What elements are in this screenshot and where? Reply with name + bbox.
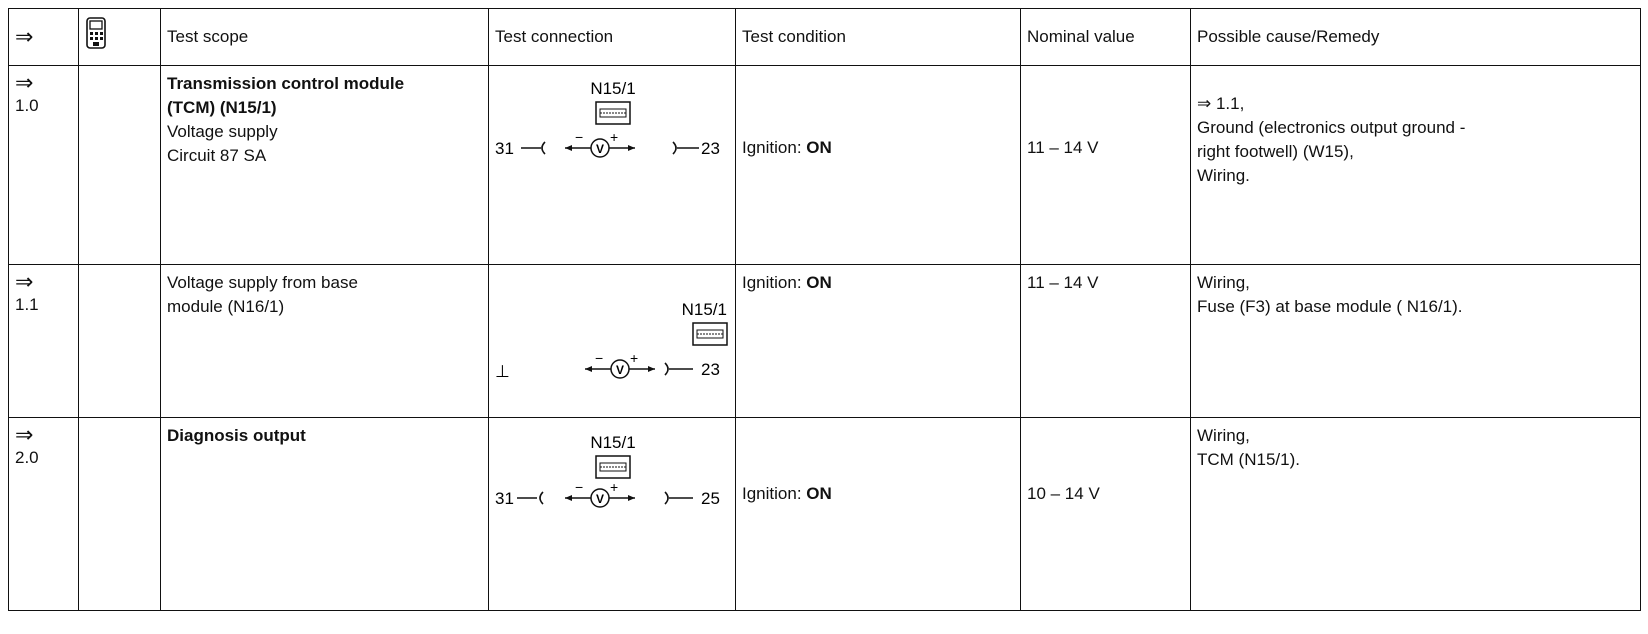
left-pin-label: 31 bbox=[495, 489, 514, 508]
step-number: 2.0 bbox=[15, 448, 39, 467]
header-arrow: ⇒ bbox=[8, 8, 79, 66]
condition-value: ON bbox=[806, 138, 832, 157]
cause-line: Wiring, bbox=[1197, 426, 1250, 445]
test-row-1-1: ⇒ 1.1 Voltage supply from base module (N… bbox=[8, 264, 1641, 418]
header-row: ⇒ Test scope Test connection Test condit… bbox=[8, 8, 1641, 66]
row-connection-cell: N15/1 31 − V + bbox=[488, 65, 736, 265]
step-number: 1.0 bbox=[15, 96, 39, 115]
condition-value: ON bbox=[806, 273, 832, 292]
header-connection: Test connection bbox=[488, 8, 736, 66]
svg-text:−: − bbox=[595, 350, 603, 366]
row-tester-cell bbox=[78, 417, 161, 611]
tester-icon bbox=[86, 16, 106, 49]
svg-text:−: − bbox=[575, 479, 583, 495]
row-step-cell: ⇒ 1.1 bbox=[8, 264, 79, 418]
row-connection-cell: N15/1 31 − V + bbox=[488, 417, 736, 611]
header-scope: Test scope bbox=[160, 8, 489, 66]
scope-line: Circuit 87 SA bbox=[167, 146, 267, 165]
svg-text:+: + bbox=[630, 350, 638, 366]
ground-symbol: ⊥ bbox=[495, 362, 510, 382]
svg-text:V: V bbox=[596, 142, 604, 156]
row-cause-cell: ⇒ 1.1, Ground (electronics output ground… bbox=[1190, 65, 1641, 265]
nominal-value: 11 – 14 V bbox=[1027, 138, 1099, 157]
module-icon bbox=[692, 322, 728, 346]
row-tester-cell bbox=[78, 264, 161, 418]
right-pin-label: 23 bbox=[701, 139, 720, 158]
condition-value: ON bbox=[806, 484, 832, 503]
cause-line: Fuse (F3) at base module ( N16/1). bbox=[1197, 297, 1463, 316]
scope-line: Diagnosis output bbox=[167, 426, 306, 445]
right-pin-label: 23 bbox=[701, 360, 720, 379]
svg-text:V: V bbox=[616, 363, 624, 377]
header-condition: Test condition bbox=[735, 8, 1021, 66]
step-arrow: ⇒ bbox=[15, 422, 34, 447]
condition-label: Ignition: bbox=[742, 273, 802, 292]
module-icon bbox=[595, 101, 631, 125]
test-table: ⇒ Test scope Test connection Test condit… bbox=[8, 8, 1641, 611]
row-condition-cell: Ignition: ON bbox=[735, 65, 1021, 265]
row-nominal-cell: 10 – 14 V bbox=[1020, 417, 1191, 611]
header-tester bbox=[78, 8, 161, 66]
row-connection-cell: N15/1 ⊥ − V + bbox=[488, 264, 736, 418]
connection-diagram: N15/1 31 − V + bbox=[495, 79, 720, 158]
step-number: 1.1 bbox=[15, 295, 39, 314]
scope-line: Voltage supply bbox=[167, 122, 278, 141]
voltmeter-icon: − V + bbox=[585, 350, 655, 379]
row-step-cell: ⇒ 2.0 bbox=[8, 417, 79, 611]
svg-text:+: + bbox=[610, 129, 618, 145]
voltmeter-icon: − V + bbox=[565, 479, 635, 508]
row-nominal-cell: 11 – 14 V bbox=[1020, 65, 1191, 265]
cause-line: Ground (electronics output ground - bbox=[1197, 118, 1466, 137]
row-condition-cell: Ignition: ON bbox=[735, 417, 1021, 611]
cause-line: TCM (N15/1). bbox=[1197, 450, 1300, 469]
row-scope-cell: Diagnosis output bbox=[160, 417, 489, 611]
nominal-value: 10 – 14 V bbox=[1027, 484, 1100, 503]
svg-text:+: + bbox=[610, 479, 618, 495]
row-scope-cell: Transmission control module (TCM) (N15/1… bbox=[160, 65, 489, 265]
module-icon bbox=[595, 455, 631, 479]
step-arrow: ⇒ bbox=[15, 70, 34, 95]
scope-line: Voltage supply from base bbox=[167, 273, 358, 292]
scope-line: (TCM) (N15/1) bbox=[167, 98, 277, 117]
row-cause-cell: Wiring, TCM (N15/1). bbox=[1190, 417, 1641, 611]
row-step-cell: ⇒ 1.0 bbox=[8, 65, 79, 265]
test-table-sheet: ⇒ Test scope Test connection Test condit… bbox=[8, 8, 1641, 611]
scope-line: Transmission control module bbox=[167, 74, 405, 93]
connection-diagram: N15/1 31 − V + bbox=[495, 433, 720, 508]
scope-line: module (N16/1) bbox=[167, 297, 285, 316]
header-cause: Possible cause/Remedy bbox=[1190, 8, 1641, 66]
cause-line: Wiring. bbox=[1197, 166, 1250, 185]
row-scope-cell: Voltage supply from base module (N16/1) bbox=[160, 264, 489, 418]
step-arrow: ⇒ bbox=[15, 269, 34, 294]
row-condition-cell: Ignition: ON bbox=[735, 264, 1021, 418]
row-tester-cell bbox=[78, 65, 161, 265]
right-pin-label: 25 bbox=[701, 489, 720, 508]
cause-line: ⇒ 1.1, bbox=[1197, 94, 1245, 113]
svg-text:−: − bbox=[575, 129, 583, 145]
cause-line: right footwell) (W15), bbox=[1197, 142, 1354, 161]
voltmeter-icon: − V + bbox=[565, 129, 635, 158]
condition-label: Ignition: bbox=[742, 484, 802, 503]
condition-label: Ignition: bbox=[742, 138, 802, 157]
header-nominal: Nominal value bbox=[1020, 8, 1191, 66]
connection-diagram: N15/1 ⊥ − V + bbox=[495, 300, 728, 382]
row-cause-cell: Wiring, Fuse (F3) at base module ( N16/1… bbox=[1190, 264, 1641, 418]
module-label: N15/1 bbox=[590, 433, 635, 452]
module-label: N15/1 bbox=[682, 300, 727, 319]
test-row-1-0: ⇒ 1.0 Transmission control module (TCM) … bbox=[8, 65, 1641, 265]
svg-text:V: V bbox=[596, 492, 604, 506]
module-label: N15/1 bbox=[590, 79, 635, 98]
left-pin-label: 31 bbox=[495, 139, 514, 158]
nominal-value: 11 – 14 V bbox=[1027, 273, 1099, 292]
row-nominal-cell: 11 – 14 V bbox=[1020, 264, 1191, 418]
cause-line: Wiring, bbox=[1197, 273, 1250, 292]
test-row-2-0: ⇒ 2.0 Diagnosis output N15/1 31 bbox=[8, 417, 1641, 611]
